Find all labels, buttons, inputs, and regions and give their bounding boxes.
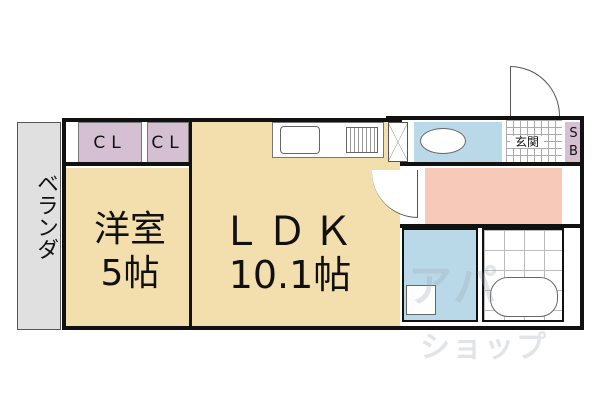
bathtub-icon	[490, 277, 558, 317]
stove-icon	[346, 127, 378, 153]
wall-bottom	[62, 326, 584, 330]
ldk-label: ＬＤＫ	[221, 209, 359, 255]
shoe-box-label-b: B	[569, 144, 578, 159]
storage-x	[388, 122, 408, 162]
wall-western-ldk	[189, 118, 192, 328]
wall-hall-bottom	[400, 224, 584, 228]
closet-2: CL	[147, 122, 189, 164]
wall-left	[62, 118, 66, 330]
western-room	[64, 168, 192, 328]
watermark-line1: アパ	[408, 261, 500, 312]
wall-hall-top	[400, 162, 584, 166]
balcony	[17, 122, 61, 330]
wall-top-right	[386, 116, 584, 120]
wall-right	[580, 116, 584, 330]
wall-closet	[64, 162, 190, 166]
wall-top-left	[62, 118, 402, 122]
shoe-box	[565, 122, 582, 162]
closet-1: CL	[78, 122, 142, 164]
entrance-label: 玄関	[510, 136, 544, 148]
closet-2-label: CL	[151, 133, 185, 153]
balcony-label: ベランダ	[33, 172, 58, 260]
watermark-line2: ショップ	[420, 330, 548, 365]
washing-machine-icon	[406, 285, 436, 315]
ldk-size: 10.1帖	[228, 253, 352, 297]
western-room-label: 洋室	[93, 209, 166, 250]
western-room-size: 5帖	[100, 253, 160, 294]
sink-icon	[280, 126, 320, 154]
entry-door-swing	[510, 66, 560, 120]
shoe-box-label-s: S	[569, 126, 578, 141]
hallway	[425, 168, 562, 224]
closet-1-label: CL	[93, 133, 127, 153]
toilet-icon	[420, 128, 466, 154]
